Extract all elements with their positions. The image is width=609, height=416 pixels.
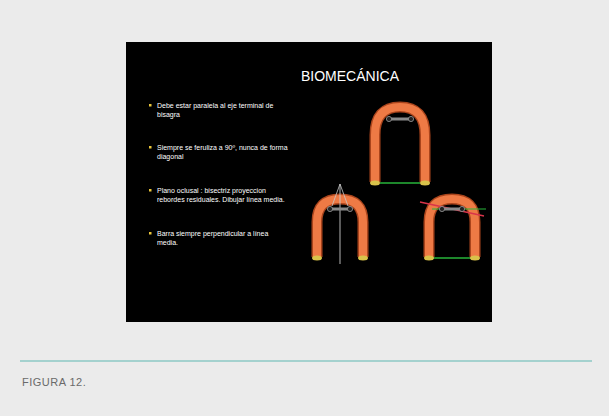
bullet-text: Debe estar paralela al eje terminal de b…: [157, 101, 289, 120]
figure-caption: FIGURA 12.: [22, 376, 86, 388]
arch-occlusal-plane: [420, 199, 486, 261]
slide: [126, 42, 492, 322]
bullet-text: Plano oclusal : bisectriz proyeccion reb…: [157, 186, 289, 205]
slide-title: BIOMECÁNICA: [301, 68, 399, 84]
arch-top: [370, 107, 430, 186]
divider-line: [20, 360, 592, 361]
bullet-text: Siempre se feruliza a 90º, nunca de form…: [157, 143, 289, 162]
arch-midline: [312, 184, 368, 264]
bullet-text: Barra siempre perpendicular a línea medi…: [157, 229, 289, 248]
